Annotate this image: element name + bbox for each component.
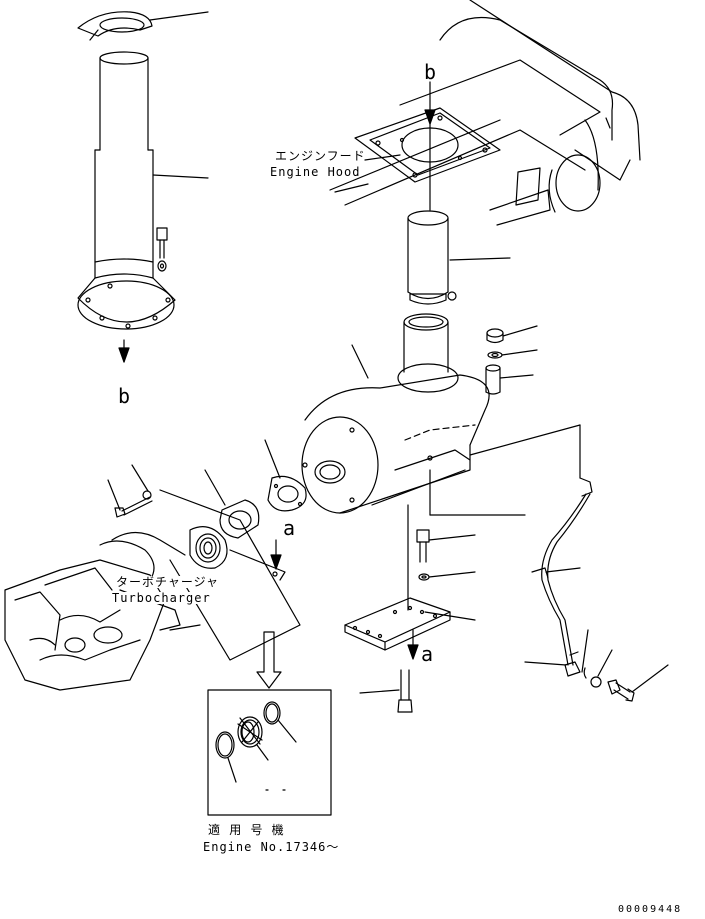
drawing-number: 00009448 (618, 904, 683, 915)
turbocharger (4, 489, 301, 691)
serial-label-jp: 適 用 号 機 (208, 823, 285, 837)
breather-tube (524, 477, 613, 688)
muffler-bracket (344, 597, 476, 651)
detail-box (207, 689, 332, 816)
engine-hood-leader (364, 154, 401, 161)
arrow-a-turbo (270, 539, 282, 570)
arrow-b-left (118, 339, 130, 363)
nut-washer-spacer (485, 325, 538, 395)
flange-bolt (107, 464, 153, 518)
serial-label-en: Engine No.17346〜 (203, 840, 340, 854)
tail-pipe-bolt (156, 227, 168, 272)
flange (204, 469, 260, 539)
engine-hood-leader-2 (334, 183, 369, 193)
muffler (301, 313, 490, 514)
engine-hood-label-jp: エンジンフード (275, 149, 366, 163)
upper-pipe (407, 210, 511, 305)
bottom-bolt (359, 669, 413, 713)
turbocharger-label-en: Turbocharger (112, 591, 211, 605)
turbocharger-label-jp: ターボチャージャ (116, 575, 220, 589)
arrow-b-top (424, 81, 436, 211)
tube-bolt (607, 664, 669, 702)
ref-a-bracket: a (421, 642, 434, 666)
ref-a-turbo: a (283, 516, 296, 540)
gasket (264, 439, 307, 512)
tail-pipe (77, 11, 209, 330)
ref-b-left: b (118, 384, 131, 408)
engine-hood (329, 0, 641, 226)
bracket-bolt (416, 529, 476, 581)
arrow-a-bracket (407, 629, 419, 660)
engine-hood-label-en: Engine Hood (270, 165, 361, 179)
ref-b-top: b (424, 60, 437, 84)
detail-arrow (256, 631, 282, 689)
support-line (407, 424, 581, 611)
